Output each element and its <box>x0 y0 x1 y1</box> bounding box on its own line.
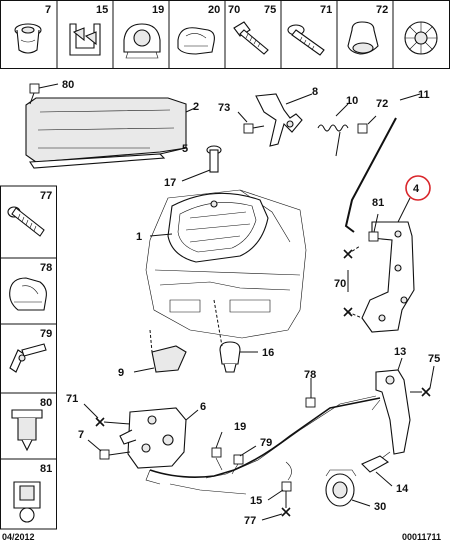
side-label-2[interactable]: 78 <box>40 262 52 274</box>
cable-grommet <box>361 451 391 473</box>
side-label-4[interactable]: 80 <box>40 397 52 409</box>
bolt-part-icon <box>233 21 269 55</box>
callout-1[interactable]: 1 <box>136 231 142 243</box>
handle-fastener <box>421 387 431 397</box>
footer-reference: 00011711 <box>402 532 441 542</box>
callout-73[interactable]: 73 <box>218 102 230 114</box>
top-label-1[interactable]: 7 <box>45 4 51 16</box>
push-clip-part-icon <box>11 409 43 452</box>
callout-16[interactable]: 16 <box>262 347 274 359</box>
top-label-5[interactable]: 70 <box>228 4 240 16</box>
hood-catch-lever <box>255 93 303 147</box>
rivet-part-icon <box>9 343 47 373</box>
hood-hinge <box>361 221 415 333</box>
callout-17[interactable]: 17 <box>164 177 176 189</box>
top-label-3[interactable]: 19 <box>152 4 164 16</box>
bump-stop <box>219 341 241 373</box>
top-label-6[interactable]: 75 <box>264 4 276 16</box>
callout-19[interactable]: 19 <box>234 421 246 433</box>
flange-bolt-part-icon <box>287 24 325 56</box>
cable-clip-part-icon <box>123 23 161 59</box>
catch-spring <box>317 124 349 157</box>
callout-9[interactable]: 9 <box>118 367 124 379</box>
hood-lock <box>119 407 187 485</box>
left-parts-panel: 77 78 79 80 81 <box>0 185 57 530</box>
release-cable <box>149 395 381 495</box>
callout-5[interactable]: 5 <box>182 143 188 155</box>
panel-clip-part-icon <box>13 481 41 523</box>
callout-79[interactable]: 79 <box>260 437 272 449</box>
car-body-outline <box>145 189 307 339</box>
top-parts-strip: 7 15 19 20 70 75 71 72 <box>0 0 450 69</box>
star-washer-part-icon <box>404 21 438 55</box>
callout-77[interactable]: 77 <box>244 515 256 527</box>
callout-72[interactable]: 72 <box>376 98 388 110</box>
callout-81[interactable]: 81 <box>372 197 384 209</box>
support-rod <box>344 117 397 233</box>
footer-date: 04/2012 <box>2 532 35 542</box>
callout-15[interactable]: 15 <box>250 495 262 507</box>
callout-13[interactable]: 13 <box>394 346 406 358</box>
u-clip-part-icon <box>69 23 101 56</box>
rubber-stop-part-icon <box>347 21 379 55</box>
release-handle <box>371 369 411 455</box>
main-assembly <box>25 93 435 521</box>
wire-clip-part-icon <box>177 27 215 55</box>
callout-11[interactable]: 11 <box>418 89 430 101</box>
top-label-7[interactable]: 71 <box>320 4 332 16</box>
callout-71[interactable]: 71 <box>66 393 78 405</box>
callout-30[interactable]: 30 <box>374 501 386 513</box>
callout-6[interactable]: 6 <box>200 401 206 413</box>
side-label-1[interactable]: 77 <box>40 190 52 202</box>
top-label-8[interactable]: 72 <box>376 4 388 16</box>
side-label-3[interactable]: 79 <box>40 328 52 340</box>
callout-8[interactable]: 8 <box>312 86 318 98</box>
top-label-4[interactable]: 20 <box>208 4 220 16</box>
grommet-part-icon <box>14 23 42 54</box>
highlight-circle <box>405 175 431 201</box>
hood-bolt <box>206 145 222 173</box>
callout-labels: 80 2 73 8 10 72 11 5 17 1 4 81 70 9 16 7… <box>29 79 440 527</box>
adjuster-nut <box>325 469 357 507</box>
callout-14[interactable]: 14 <box>396 483 409 495</box>
callout-7[interactable]: 7 <box>78 429 84 441</box>
cable-fastener <box>281 507 291 517</box>
callout-10[interactable]: 10 <box>346 95 358 107</box>
callout-2[interactable]: 2 <box>193 101 199 113</box>
side-label-5[interactable]: 81 <box>40 463 52 475</box>
footer: 04/2012 00011711 <box>2 532 441 542</box>
callout-70[interactable]: 70 <box>334 278 346 290</box>
callout-75[interactable]: 75 <box>428 353 440 365</box>
callout-78[interactable]: 78 <box>304 369 316 381</box>
hook-clip-part-icon <box>9 277 47 311</box>
callout-80[interactable]: 80 <box>62 79 74 91</box>
callout-4[interactable]: 4 <box>413 183 420 195</box>
screw-part-icon <box>7 206 45 237</box>
lock-fastener <box>95 417 105 427</box>
hood-panel <box>167 192 269 263</box>
latch-bracket <box>151 345 187 373</box>
seal-strip <box>29 153 166 169</box>
top-label-2[interactable]: 15 <box>96 4 108 16</box>
